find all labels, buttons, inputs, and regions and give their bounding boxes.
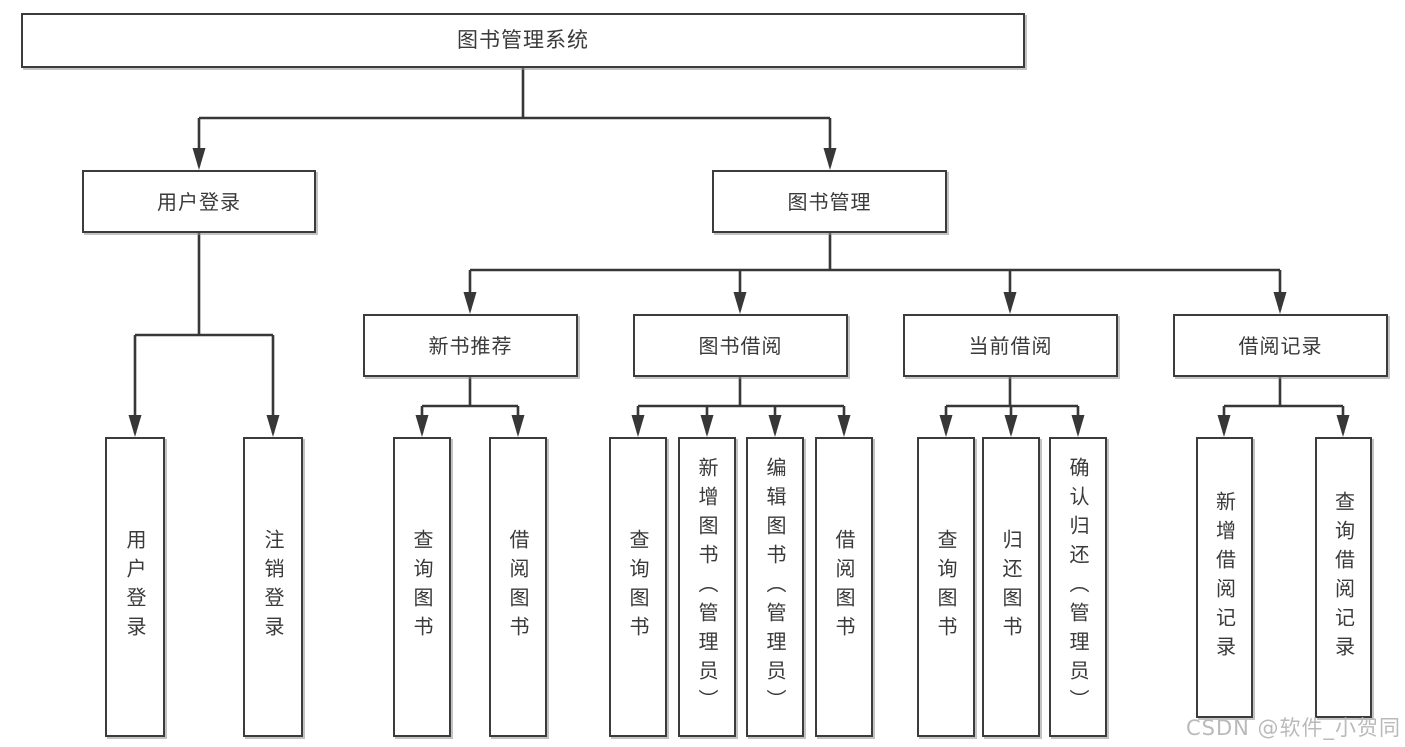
connector-new-book-rec-children bbox=[415, 377, 525, 437]
node-user-login: 用户登录 bbox=[82, 170, 316, 233]
arrowhead-icon bbox=[1071, 415, 1085, 437]
arrowhead-icon bbox=[768, 415, 782, 437]
arrowhead-icon bbox=[266, 415, 280, 437]
node-book-borrow: 图书借阅 bbox=[633, 314, 848, 377]
arrowhead-icon bbox=[939, 415, 953, 437]
node-leaf-query-book-current: 查询图书 bbox=[917, 437, 975, 737]
node-leaf-borrow-book-recommend: 借阅图书 bbox=[489, 437, 547, 737]
arrowhead-icon bbox=[700, 415, 714, 437]
arrowhead-icon bbox=[463, 292, 477, 314]
watermark: CSDN @软件_小贺同学 bbox=[1186, 716, 1402, 747]
node-leaf-add-book-admin: 新增图书（管理员） bbox=[678, 437, 736, 737]
connector-root-to-level2 bbox=[192, 68, 837, 170]
arrowhead-icon bbox=[733, 292, 747, 314]
node-leaf-logout: 注销登录 bbox=[243, 437, 303, 737]
arrowhead-icon bbox=[511, 415, 525, 437]
node-leaf-query-book-recommend: 查询图书 bbox=[393, 437, 451, 737]
connector-user-login-children bbox=[128, 233, 280, 437]
arrowhead-icon bbox=[631, 415, 645, 437]
arrowhead-icon bbox=[1003, 292, 1017, 314]
node-leaf-add-borrow-record: 新增借阅记录 bbox=[1196, 437, 1253, 718]
arrowhead-icon bbox=[1004, 415, 1018, 437]
arrowhead-icon bbox=[823, 148, 837, 170]
node-leaf-query-book-borrow: 查询图书 bbox=[609, 437, 667, 737]
connector-borrow-record-children bbox=[1217, 377, 1350, 437]
node-leaf-user-login: 用户登录 bbox=[105, 437, 165, 737]
arrowhead-icon bbox=[1336, 415, 1350, 437]
connector-book-borrow-children bbox=[631, 377, 851, 437]
arrowhead-icon bbox=[415, 415, 429, 437]
node-leaf-confirm-return-admin: 确认归还（管理员） bbox=[1049, 437, 1107, 737]
node-borrow-record: 借阅记录 bbox=[1173, 314, 1388, 377]
node-leaf-borrow-book: 借阅图书 bbox=[815, 437, 873, 737]
arrowhead-icon bbox=[192, 148, 206, 170]
node-current-borrow: 当前借阅 bbox=[903, 314, 1118, 377]
node-root: 图书管理系统 bbox=[21, 13, 1025, 68]
arrowhead-icon bbox=[128, 415, 142, 437]
connector-current-borrow-children bbox=[939, 377, 1085, 437]
arrowhead-icon bbox=[837, 415, 851, 437]
arrowhead-icon bbox=[1217, 415, 1231, 437]
node-leaf-edit-book-admin: 编辑图书（管理员） bbox=[746, 437, 804, 737]
arrowhead-icon bbox=[1273, 292, 1287, 314]
node-new-book-recommend: 新书推荐 bbox=[363, 314, 578, 377]
node-leaf-query-borrow-record: 查询借阅记录 bbox=[1315, 437, 1372, 718]
connector-book-mgmt-children bbox=[463, 233, 1287, 314]
node-book-management: 图书管理 bbox=[712, 170, 947, 233]
node-leaf-return-book: 归还图书 bbox=[982, 437, 1040, 737]
